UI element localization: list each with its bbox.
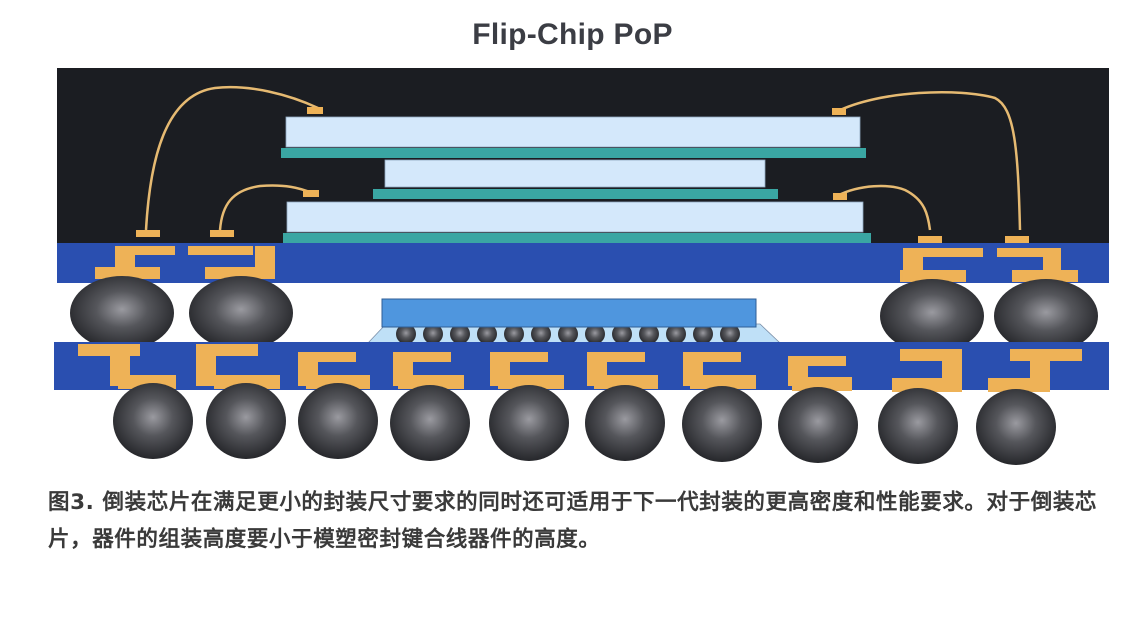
wire-bond-pads	[136, 107, 1029, 243]
die-2	[384, 159, 766, 188]
pop-solder-balls	[70, 276, 1098, 353]
die-3	[286, 201, 864, 233]
bottom-substrate-traces	[78, 344, 1082, 392]
flip-chip-bumps	[396, 324, 740, 344]
die-stack	[281, 116, 871, 243]
die-attach-2	[373, 189, 778, 199]
die-attach-1	[281, 148, 866, 158]
die-attach-3	[283, 233, 871, 243]
figure-title: Flip-Chip PoP	[472, 18, 673, 51]
bond-wires	[144, 85, 1022, 231]
top-substrate-traces	[95, 246, 1078, 282]
flip-chip-die	[381, 298, 757, 328]
die-1	[285, 116, 861, 148]
flip-chip-pop-diagram	[54, 68, 1109, 465]
figure-caption: 图3. 倒装芯片在满足更小的封装尺寸要求的同时还可适用于下一代封装的更高密度和性…	[48, 490, 1098, 552]
bga-solder-balls	[113, 383, 1056, 465]
